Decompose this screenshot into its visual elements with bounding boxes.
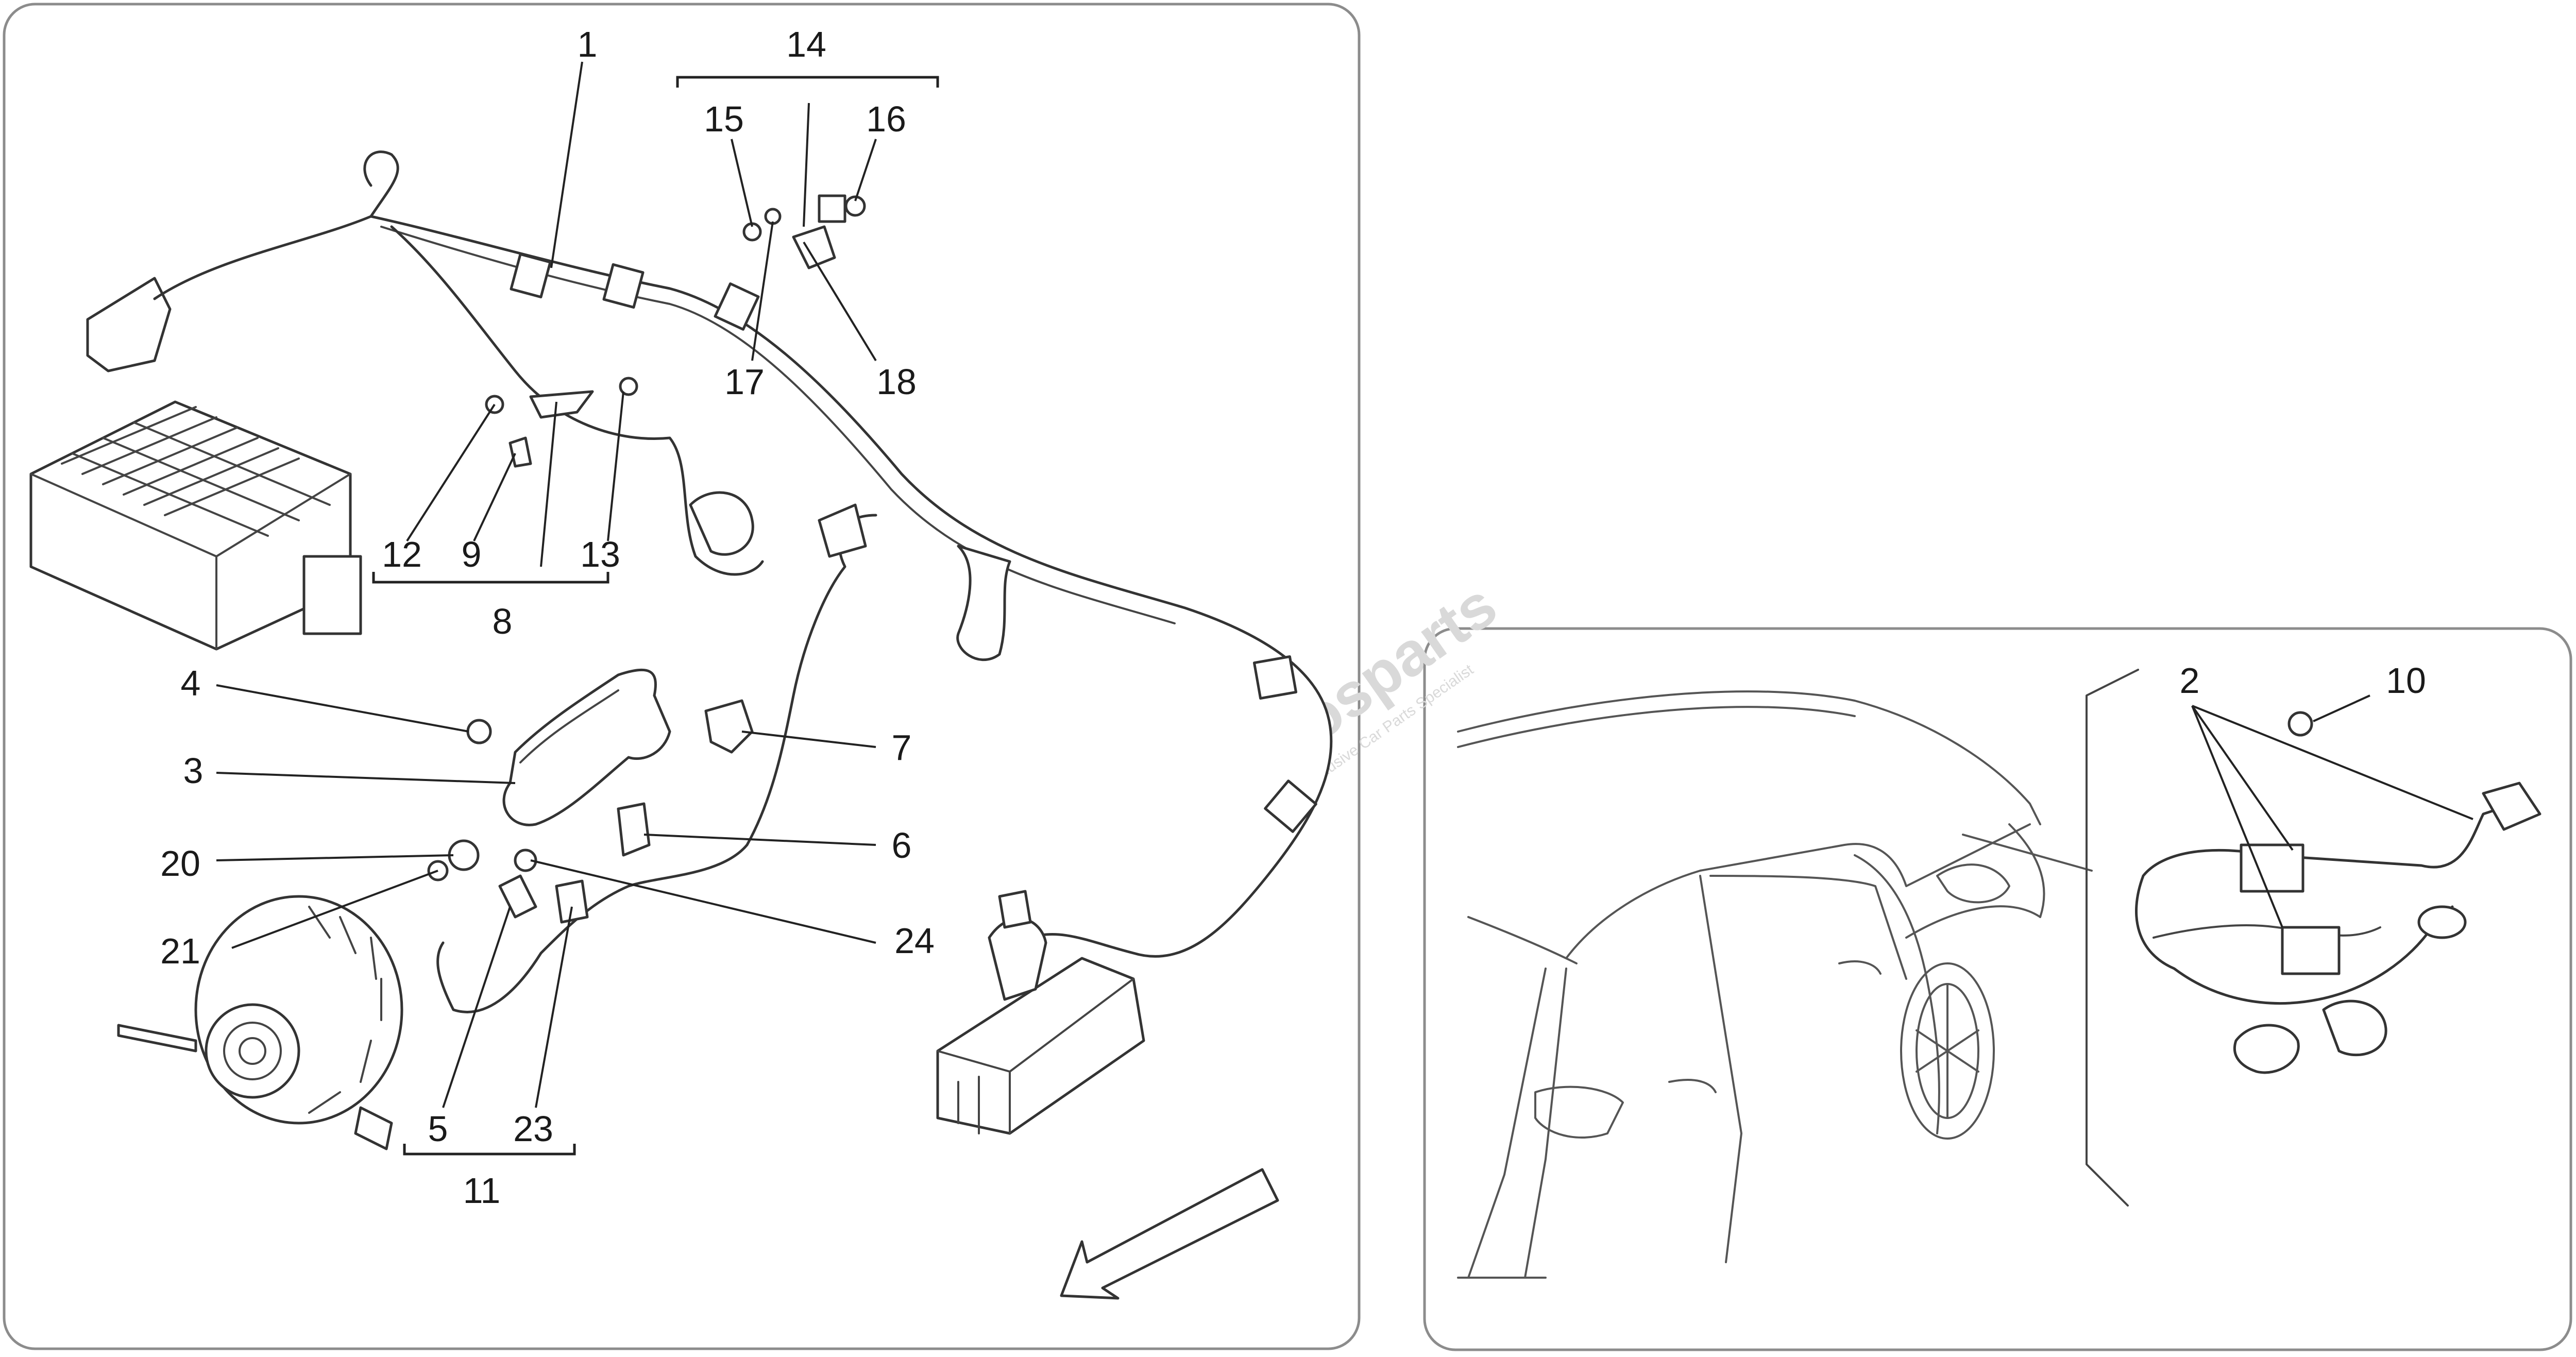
bracket-group-8 bbox=[372, 572, 609, 584]
main-cable-harness bbox=[153, 150, 1333, 958]
callout-9: 9 bbox=[462, 534, 482, 574]
bolt-4 bbox=[466, 719, 492, 744]
callout-14: 14 bbox=[786, 24, 826, 64]
direction-arrow-icon bbox=[1060, 1168, 1279, 1300]
callout-12: 12 bbox=[382, 534, 422, 574]
hose-clamp-a bbox=[2233, 1024, 2300, 1074]
bolt-9 bbox=[509, 436, 532, 468]
callout-4: 4 bbox=[181, 663, 201, 703]
bracket-group-11 bbox=[403, 1144, 576, 1156]
leader-lines-right bbox=[2191, 694, 2473, 928]
callout-17: 17 bbox=[724, 362, 765, 402]
bracket-6 bbox=[617, 802, 651, 857]
fasteners bbox=[427, 194, 866, 924]
alternator bbox=[117, 895, 403, 1150]
heat-shield bbox=[502, 668, 671, 826]
callout-18: 18 bbox=[876, 362, 917, 402]
callout-15: 15 bbox=[704, 99, 744, 139]
callout-6: 6 bbox=[892, 825, 912, 866]
callout-11: 11 bbox=[463, 1171, 501, 1211]
callout-20: 20 bbox=[160, 843, 200, 884]
callout-24: 24 bbox=[894, 921, 935, 961]
alternator-cable bbox=[436, 503, 1011, 1013]
ground-strap-8 bbox=[529, 390, 594, 419]
terminal-18 bbox=[792, 225, 836, 269]
bracket-group-14 bbox=[676, 76, 939, 88]
callout-13: 13 bbox=[580, 534, 620, 574]
terminal-14 bbox=[818, 194, 846, 223]
callout-8: 8 bbox=[493, 601, 513, 641]
inset-divider bbox=[2086, 669, 2139, 1207]
fuse-box bbox=[29, 277, 362, 651]
nut-10 bbox=[2287, 711, 2313, 737]
callout-labels: 1 14 15 16 17 18 12 9 13 8 4 3 7 6 20 21… bbox=[160, 24, 2426, 1211]
starter-motor bbox=[936, 890, 1145, 1135]
bracket-23 bbox=[555, 879, 589, 924]
callout-21: 21 bbox=[160, 931, 200, 971]
callout-2: 2 bbox=[2180, 660, 2200, 701]
callout-5: 5 bbox=[428, 1109, 448, 1149]
callout-7: 7 bbox=[892, 727, 912, 768]
callout-16: 16 bbox=[866, 99, 906, 139]
clip-17 bbox=[764, 208, 782, 225]
vehicle-outline bbox=[1457, 690, 2093, 1279]
cable-clip-2a bbox=[2240, 843, 2304, 893]
callout-3: 3 bbox=[183, 751, 204, 791]
callout-23: 23 bbox=[513, 1109, 553, 1149]
bolt-24 bbox=[514, 849, 537, 872]
clip-7 bbox=[704, 699, 754, 754]
hose-clamp-b bbox=[2322, 999, 2387, 1057]
callout-1: 1 bbox=[578, 24, 598, 64]
vehicle-location-panel bbox=[1423, 627, 2572, 1351]
battery-cable-detail bbox=[2135, 711, 2541, 1074]
leader-lines bbox=[216, 61, 877, 1108]
nut-13 bbox=[619, 377, 638, 396]
cable-clip-2b bbox=[2281, 926, 2341, 975]
nut-20 bbox=[448, 839, 480, 871]
callout-10: 10 bbox=[2386, 660, 2426, 701]
